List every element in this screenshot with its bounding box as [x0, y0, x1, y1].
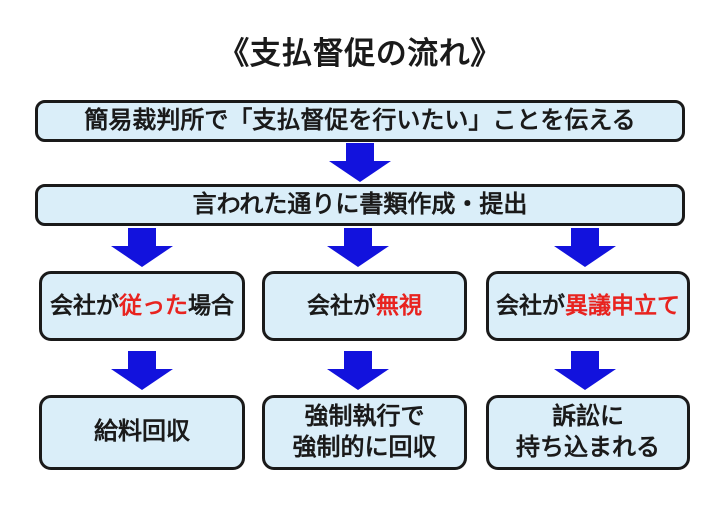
- down-arrow-head: [111, 246, 173, 267]
- down-arrow-head: [554, 369, 616, 390]
- result-line: 持ち込まれる: [516, 433, 660, 461]
- down-arrow-stem: [344, 351, 372, 369]
- down-arrow-stem: [346, 143, 374, 161]
- down-arrow-stem: [128, 228, 156, 246]
- diagram-title: 《支払督促の流れ》: [218, 36, 502, 71]
- down-arrow-icon: [327, 228, 389, 267]
- condition-highlight-text: 異議申立て: [565, 292, 680, 319]
- step-box-initial-request: 簡易裁判所で「支払督促を行いたい」ことを伝える: [35, 100, 685, 142]
- down-arrow-icon: [111, 351, 173, 390]
- condition-box-company-objected: 会社が異議申立て: [486, 271, 690, 341]
- condition-box-company-complied-label: 会社が従った場合: [50, 291, 234, 320]
- down-arrow-stem: [344, 228, 372, 246]
- down-arrow-head: [111, 369, 173, 390]
- result-box-lawsuit: 訴訟に 持ち込まれる: [486, 395, 690, 470]
- condition-text: 会社が: [307, 292, 376, 319]
- step-box-document-submission: 言われた通りに書類作成・提出: [35, 184, 685, 226]
- result-line: 訴訟に: [552, 402, 624, 430]
- step-box-document-submission-label: 言われた通りに書類作成・提出: [192, 190, 528, 218]
- down-arrow-stem: [128, 351, 156, 369]
- condition-box-company-ignored-label: 会社が無視: [307, 291, 422, 320]
- down-arrow-icon: [111, 228, 173, 267]
- condition-highlight-text: 従った: [119, 292, 188, 319]
- down-arrow-stem: [571, 351, 599, 369]
- result-box-salary-collection: 給料回収: [39, 395, 245, 470]
- condition-highlight-text: 無視: [376, 292, 422, 319]
- condition-box-company-ignored: 会社が無視: [262, 271, 467, 341]
- down-arrow-head: [327, 369, 389, 390]
- down-arrow-icon: [327, 351, 389, 390]
- down-arrow-stem: [571, 228, 599, 246]
- step-box-initial-request-label: 簡易裁判所で「支払督促を行いたい」ことを伝える: [84, 106, 636, 134]
- condition-text: 会社が: [50, 292, 119, 319]
- down-arrow-head: [329, 161, 391, 182]
- condition-text: 会社が: [496, 292, 565, 319]
- condition-box-company-complied: 会社が従った場合: [39, 271, 245, 341]
- down-arrow-icon: [554, 228, 616, 267]
- condition-text: 場合: [188, 292, 234, 319]
- result-line: 強制的に回収: [292, 433, 437, 461]
- down-arrow-icon: [329, 143, 391, 182]
- result-line: 強制執行で: [304, 402, 425, 430]
- result-line: 給料回収: [94, 418, 190, 446]
- down-arrow-head: [327, 246, 389, 267]
- condition-box-company-objected-label: 会社が異議申立て: [496, 291, 680, 320]
- down-arrow-head: [554, 246, 616, 267]
- result-box-forced-execution: 強制執行で 強制的に回収: [262, 395, 467, 470]
- down-arrow-icon: [554, 351, 616, 390]
